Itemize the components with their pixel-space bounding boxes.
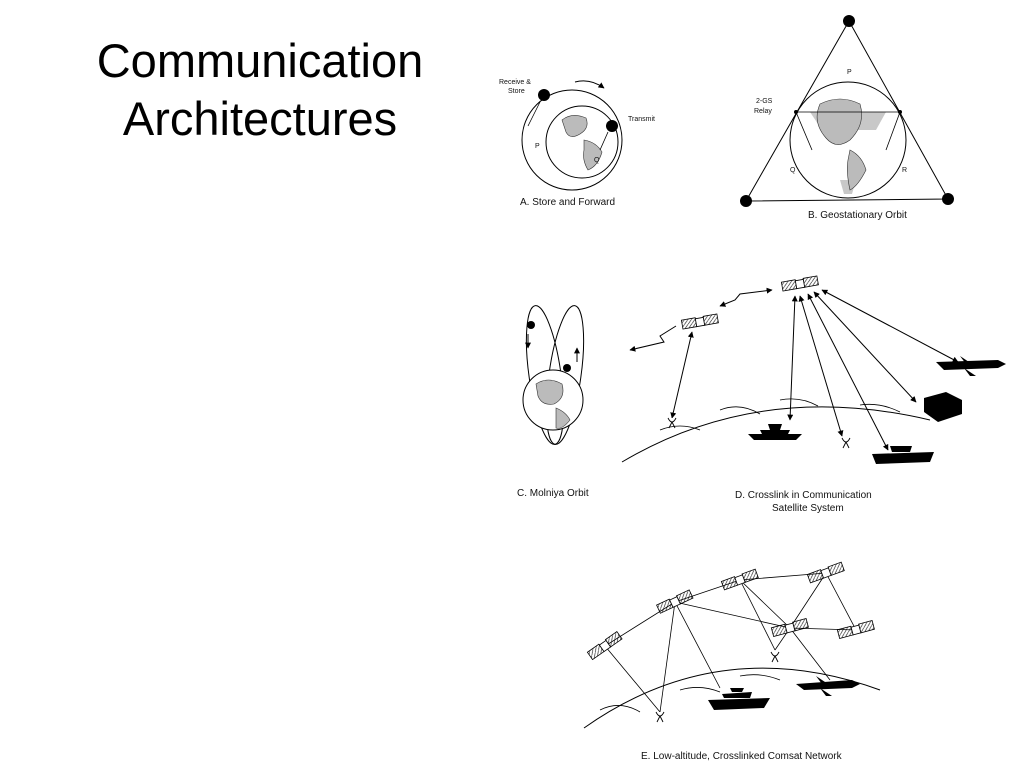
geo-satellite-left-icon <box>740 195 752 207</box>
caption-d-line-2: Satellite System <box>772 503 844 514</box>
aircraft-icon <box>936 356 1006 376</box>
satellite-receive-icon <box>538 89 550 101</box>
caption-c: C. Molniya Orbit <box>517 488 589 499</box>
satellite-1-icon <box>681 313 719 330</box>
ground-station-icon <box>841 437 851 449</box>
label-r: R <box>902 167 907 174</box>
label-receive-store-1: Receive & <box>499 79 531 86</box>
label-p: P <box>535 143 540 150</box>
label-relay-1: 2-GS <box>756 98 773 105</box>
label-q: Q <box>594 157 600 164</box>
diagram-d-crosslink-system: D. Crosslink in Communication Satellite … <box>621 275 1006 514</box>
satellite-icon <box>836 620 875 639</box>
geo-satellite-top-icon <box>843 15 855 27</box>
earth-horizon <box>583 667 881 729</box>
diagram-c-molniya-orbit: C. Molniya Orbit <box>517 305 589 499</box>
satellite-icon <box>720 568 759 591</box>
title-line-1: Communication <box>96 34 424 87</box>
orbit-ring <box>521 89 623 191</box>
crosslink-arrow <box>719 287 773 307</box>
ground-station-icon <box>770 651 780 663</box>
caption-a: A. Store and Forward <box>520 197 615 208</box>
satellite-icon <box>806 561 845 584</box>
label-p: P <box>847 69 852 76</box>
label-relay-2: Relay <box>754 108 772 115</box>
satellite-icon <box>586 631 623 661</box>
ground-station-icon <box>655 711 665 723</box>
ship-icon <box>708 688 770 710</box>
label-q: Q <box>790 167 796 174</box>
ship-icon <box>748 424 802 440</box>
molniya-satellite-1-icon <box>527 321 535 329</box>
geo-satellite-right-icon <box>942 193 954 205</box>
satellite-transmit-icon <box>606 120 618 132</box>
tank-icon <box>872 446 934 464</box>
diagram-a-store-and-forward: Receive & Store Transmit P Q A. Store an… <box>499 79 655 208</box>
label-receive-store-2: Store <box>508 88 525 95</box>
caption-e: E. Low-altitude, Crosslinked Comsat Netw… <box>641 751 843 762</box>
title-line-2: Architectures <box>122 92 398 145</box>
label-transmit: Transmit <box>628 116 655 123</box>
satellite-2-icon <box>781 275 819 292</box>
caption-b: B. Geostationary Orbit <box>808 210 907 221</box>
diagram-e-crosslinked-network: E. Low-altitude, Crosslinked Comsat Netw… <box>583 561 881 762</box>
molniya-satellite-2-icon <box>563 364 571 372</box>
crosslink-network <box>604 572 857 713</box>
aircraft-icon <box>796 676 860 696</box>
caption-d-line-1: D. Crosslink in Communication <box>735 490 872 501</box>
satellite-icon <box>656 589 694 614</box>
diagram-b-geostationary-orbit: 2-GS Relay P Q R B. Geostationary Orbit <box>740 15 954 221</box>
truck-icon <box>924 392 962 422</box>
orbit-direction-arrow <box>574 80 605 89</box>
satellite-icon <box>770 618 809 637</box>
slide-title: Communication Architectures <box>40 32 480 148</box>
